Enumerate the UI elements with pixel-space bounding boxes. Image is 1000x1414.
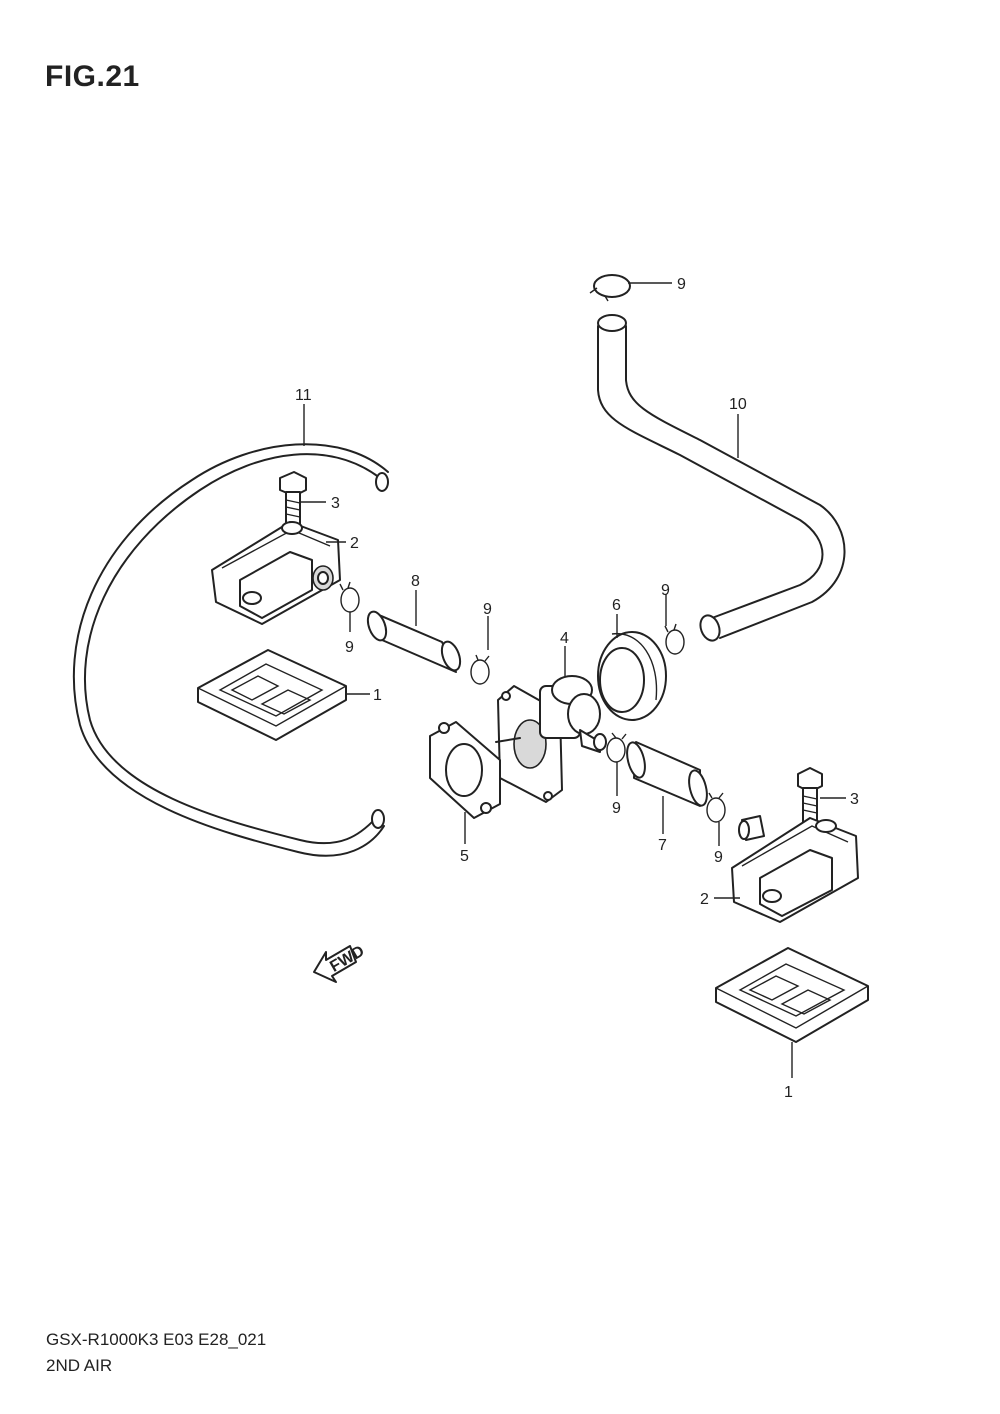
clamp-9-d (606, 732, 627, 763)
figure-title: FIG.21 (45, 60, 140, 93)
cover-2-lower (731, 815, 859, 923)
clamp-9-c (664, 623, 685, 655)
callout-9-a: 9 (345, 639, 354, 656)
hose-8 (366, 610, 462, 673)
callout-11: 11 (295, 387, 312, 404)
callout-3-lower: 3 (850, 791, 859, 808)
callout-5: 5 (460, 848, 469, 865)
callout-9-c: 9 (661, 582, 670, 599)
cover-2-upper (211, 521, 341, 625)
callout-7: 7 (658, 837, 667, 854)
callout-9-d: 9 (612, 800, 621, 817)
callout-1-upper: 1 (373, 687, 382, 704)
clamp-9-b (470, 654, 490, 685)
valve-4 (495, 675, 607, 803)
footer-figure-name: 2ND AIR (46, 1356, 113, 1375)
hose-11 (72, 443, 389, 857)
fwd-arrow: FWD (313, 943, 367, 983)
callout-8: 8 (411, 573, 420, 590)
callout-4: 4 (560, 630, 569, 647)
bolt-3-lower (797, 767, 823, 825)
hose-10 (597, 314, 846, 642)
callout-9-top: 9 (677, 276, 686, 293)
callout-2-lower: 2 (700, 891, 709, 908)
callout-labels: 1 1 2 2 3 3 4 5 6 7 8 9 9 9 9 9 9 10 11 (295, 276, 859, 1101)
callout-2-upper: 2 (350, 535, 359, 552)
clamp-9-e (706, 792, 726, 823)
callout-9-b: 9 (483, 601, 492, 618)
callout-9-e: 9 (714, 849, 723, 866)
clamp-9-a (339, 581, 360, 613)
bolt-3-upper (279, 471, 307, 527)
leader-lines (300, 282, 846, 1078)
callout-10: 10 (729, 396, 747, 413)
seal-ring-6 (597, 631, 667, 721)
footer-figure-code: GSX-R1000K3 E03 E28_021 (46, 1330, 267, 1349)
callout-1-lower: 1 (784, 1084, 793, 1101)
callout-3-upper: 3 (331, 495, 340, 512)
reed-plate-1-upper (197, 649, 347, 741)
clamp-9-top (589, 274, 631, 302)
reed-plate-1-lower (715, 947, 869, 1043)
callout-6: 6 (612, 597, 621, 614)
flange-plate-5 (429, 721, 501, 819)
hose-7 (626, 741, 708, 807)
